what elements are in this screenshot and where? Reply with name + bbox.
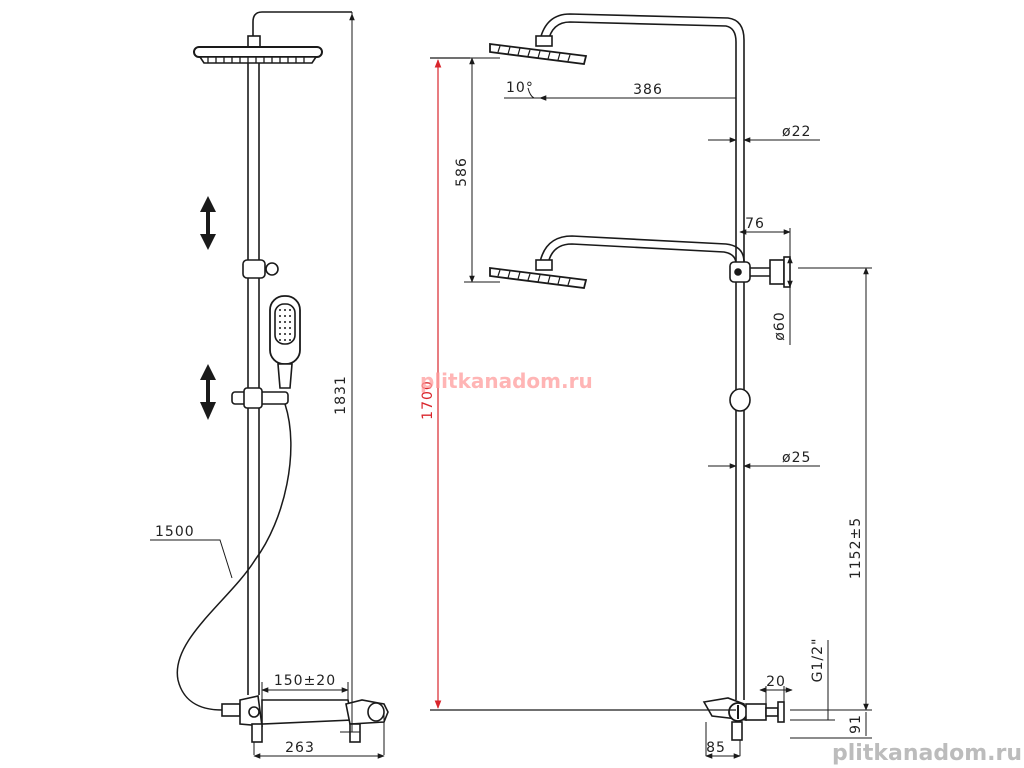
- front-hose: [176, 403, 292, 711]
- front-top-bend: [252, 11, 352, 40]
- front-overhead-shower-head: [193, 35, 323, 64]
- label-base-depth-left: 263: [285, 740, 315, 756]
- label-total-height: 1831: [333, 375, 349, 415]
- side-view: [489, 13, 791, 756]
- front-view: [176, 11, 389, 755]
- front-slider-holder: [231, 387, 289, 409]
- label-base-depth-right: 85: [706, 740, 726, 756]
- label-arm-length: 386: [633, 82, 663, 98]
- watermark-corner: plitkanadom.ru: [832, 741, 1022, 766]
- front-adjust-arrow-upper: [200, 196, 216, 250]
- label-bracket-dia: ø60: [772, 311, 788, 340]
- side-upper-arm: [539, 13, 745, 100]
- front-hand-shower: [269, 295, 301, 389]
- label-bracket-height: 1152±5: [848, 517, 864, 579]
- label-connector-length: 20: [766, 674, 786, 690]
- front-adjust-arrow-lower: [200, 364, 216, 420]
- label-install-height: 1700: [420, 380, 436, 420]
- side-wall-bracket: [729, 256, 791, 288]
- side-dimension-lines: [464, 57, 872, 759]
- front-dimension-lines: [150, 12, 385, 759]
- label-pipe-lower-dia: ø25: [782, 450, 811, 466]
- label-tilt-angle: 10°: [506, 80, 534, 96]
- watermark-center: plitkanadom.ru: [420, 369, 593, 393]
- label-wall-offset: 76: [745, 216, 765, 232]
- label-base-height: 91: [848, 714, 864, 734]
- label-pipe-upper-dia: ø22: [782, 124, 811, 140]
- side-upper-shower-head: [489, 35, 588, 65]
- install-height-dimension: [430, 57, 736, 711]
- side-lower-shower-head: [489, 259, 588, 289]
- side-lower-arm: [539, 235, 745, 263]
- label-mixer-spacing: 150±20: [274, 673, 336, 689]
- dimension-labels: 1831 1500 150±20 263 1700 586 10° 386 ø2…: [155, 80, 864, 756]
- front-upper-bracket: [242, 259, 279, 279]
- side-slider-knob: [729, 388, 751, 412]
- label-shower-spacing: 586: [454, 157, 470, 187]
- label-thread: G1/2": [810, 638, 826, 683]
- label-hose-length: 1500: [155, 524, 195, 540]
- side-mixer: [702, 697, 785, 756]
